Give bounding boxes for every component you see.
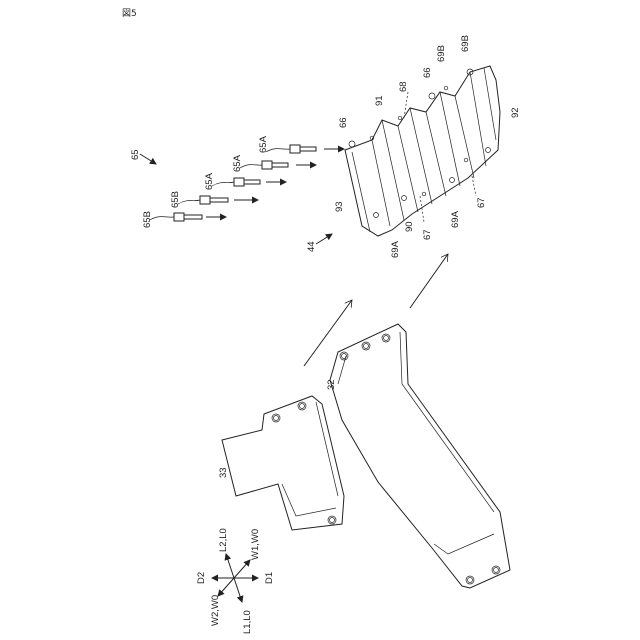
- label-90: 90: [404, 221, 415, 232]
- orientation-axes: D2 D1 L2,L0 W1,W0 W2,W0 L1,L0: [196, 528, 275, 634]
- label-65A-1: 65A: [258, 135, 269, 153]
- label-65A-3: 65A: [204, 172, 215, 190]
- axis-label-l2l0: L2,L0: [218, 528, 229, 552]
- cover-44: [345, 66, 500, 236]
- bolt-65B-1: [200, 196, 258, 204]
- label-44: 44: [306, 241, 317, 252]
- label-66-2: 66: [422, 67, 433, 78]
- bolt-65B-2: [174, 213, 226, 221]
- bolt-65A-3: [234, 178, 286, 186]
- fasteners-65: [150, 145, 344, 221]
- label-65: 65: [130, 149, 141, 160]
- assembly-arrow-2: [410, 254, 448, 308]
- label-67-2: 67: [476, 197, 487, 208]
- axis-label-w1w0: W1,W0: [250, 529, 261, 560]
- group-arrow-65: [140, 154, 156, 164]
- plate-32: [330, 324, 510, 588]
- group-arrow-44: [316, 234, 332, 244]
- label-67-1: 67: [422, 229, 433, 240]
- label-32: 32: [326, 379, 337, 390]
- axis-label-d2: D2: [196, 572, 207, 584]
- label-65B-2: 65B: [142, 211, 153, 228]
- figure-title: 図5: [122, 8, 137, 19]
- bolt-65A-2: [262, 161, 316, 169]
- bolt-65A-1: [290, 145, 344, 153]
- label-65A-2: 65A: [232, 154, 243, 172]
- label-65B-1: 65B: [170, 191, 181, 208]
- label-69B-2: 69B: [460, 35, 471, 52]
- axis-label-w2w0: W2,W0: [210, 595, 221, 626]
- label-33: 33: [218, 467, 229, 478]
- label-69B-1: 69B: [436, 45, 447, 62]
- axis-label-l1l0: L1,L0: [242, 610, 253, 634]
- label-69A-1: 69A: [390, 240, 401, 258]
- label-91: 91: [374, 95, 385, 106]
- label-92: 92: [510, 107, 521, 118]
- label-66-1: 66: [338, 117, 349, 128]
- axis-label-d1: D1: [264, 572, 275, 584]
- label-69A-2: 69A: [450, 210, 461, 228]
- label-68: 68: [398, 81, 409, 92]
- plate-33: [222, 396, 344, 530]
- label-93: 93: [334, 201, 345, 212]
